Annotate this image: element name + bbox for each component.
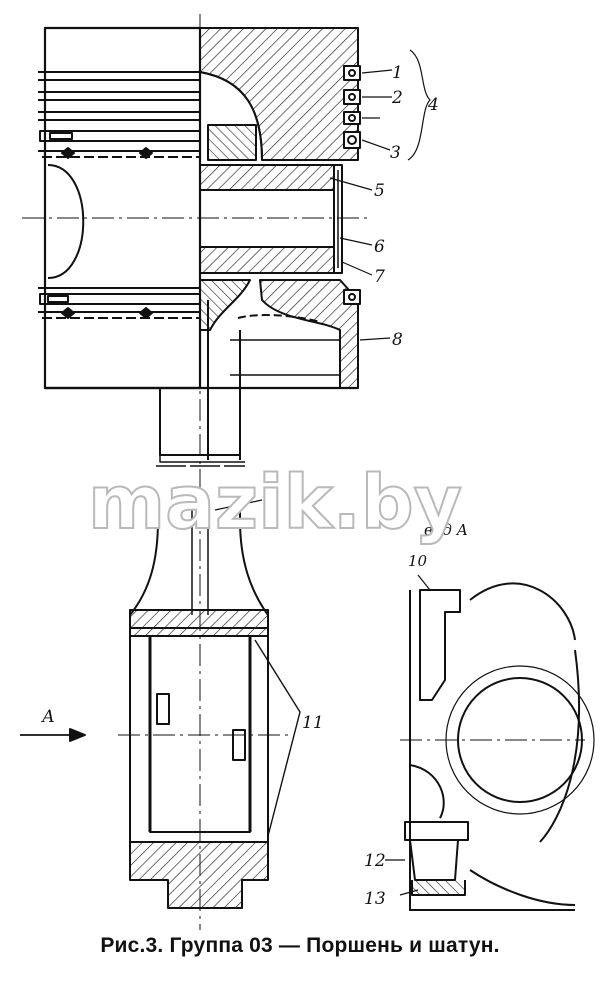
callout-4: 4 [427, 95, 439, 115]
callout-9: 9 [264, 491, 275, 511]
figure-caption: Рис.3. Группа 03 — Поршень и шатун. [100, 934, 500, 957]
callout-11: 11 [302, 713, 324, 733]
piston [38, 26, 361, 390]
callout-10: 10 [408, 552, 428, 570]
view-a [400, 582, 595, 911]
callout-13: 13 [364, 889, 386, 909]
leader-lines [214, 49, 431, 896]
arrow-a-label: А [41, 707, 55, 727]
view-a-label: вид А [424, 521, 468, 539]
connecting-rod [118, 300, 301, 909]
callout-12: 12 [364, 851, 386, 871]
callout-3: 3 [390, 143, 401, 163]
callout-6: 6 [374, 237, 385, 257]
callout-7: 7 [374, 267, 385, 287]
callout-8: 8 [392, 330, 403, 350]
view-arrow [20, 728, 86, 742]
callout-labels: 1 2 3 4 5 6 7 8 9 10 11 12 13 вид А А [41, 63, 468, 909]
callout-5: 5 [374, 181, 385, 201]
callout-2: 2 [391, 88, 403, 108]
callout-1: 1 [392, 63, 403, 83]
watermark-text: mazik.by [88, 460, 462, 546]
